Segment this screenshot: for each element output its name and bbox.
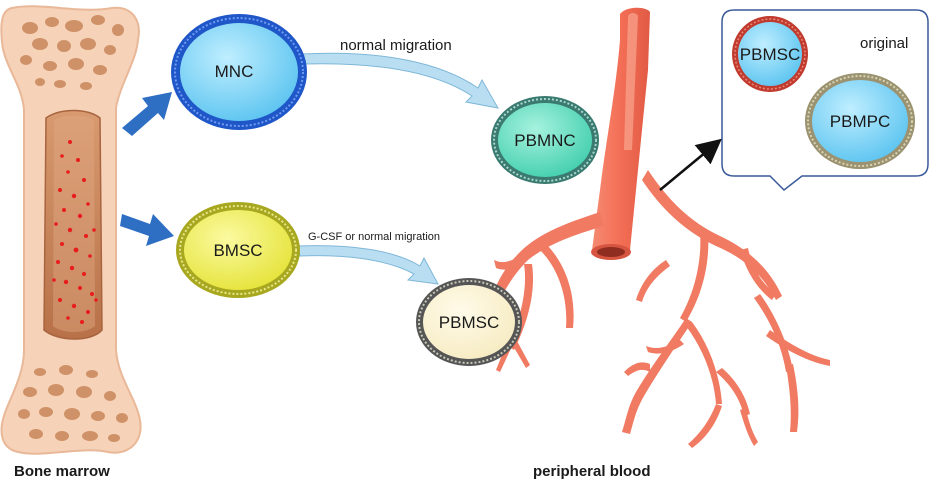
callout-cell-pbmpc-label: PBMPC — [830, 112, 890, 131]
spongy-bone-top — [20, 15, 124, 90]
arrow-vessel-to-callout — [659, 138, 722, 191]
arrow-bmsc-to-pbmsc — [297, 245, 439, 285]
arrow-mnc-to-pbmnc — [301, 52, 499, 109]
label-gcsf-migration: G-CSF or normal migration — [308, 231, 440, 243]
callout-cell-pbmpc: PBMPC — [805, 73, 915, 169]
callout-box: original PBMSC PBMPC — [721, 9, 929, 191]
callout-cell-pbmsc-label: PBMSC — [740, 45, 800, 64]
marrow-cells — [52, 140, 98, 324]
spongy-bone-bottom — [18, 365, 128, 442]
blood-vessel — [492, 7, 830, 448]
callout-title: original — [860, 35, 908, 52]
arrow-bone-to-mnc — [122, 92, 172, 136]
bone-illustration — [0, 5, 142, 455]
cell-pbmnc-label: PBMNC — [514, 131, 575, 150]
cell-bmsc: BMSC — [176, 202, 300, 298]
label-normal-migration: normal migration — [340, 37, 452, 54]
arrow-bone-to-bmsc — [120, 214, 174, 246]
caption-bone-marrow: Bone marrow — [14, 463, 110, 480]
cell-mnc-label: MNC — [215, 62, 254, 81]
caption-peripheral-blood: peripheral blood — [533, 463, 651, 480]
cell-pbmsc-label: PBMSC — [439, 313, 499, 332]
cell-bmsc-label: BMSC — [213, 241, 262, 260]
cell-mnc: MNC — [171, 14, 307, 130]
callout-cell-pbmsc: PBMSC — [732, 16, 808, 92]
cell-pbmnc: PBMNC — [491, 96, 599, 184]
cell-pbmsc: PBMSC — [416, 278, 522, 366]
marrow-cavity — [43, 109, 103, 340]
